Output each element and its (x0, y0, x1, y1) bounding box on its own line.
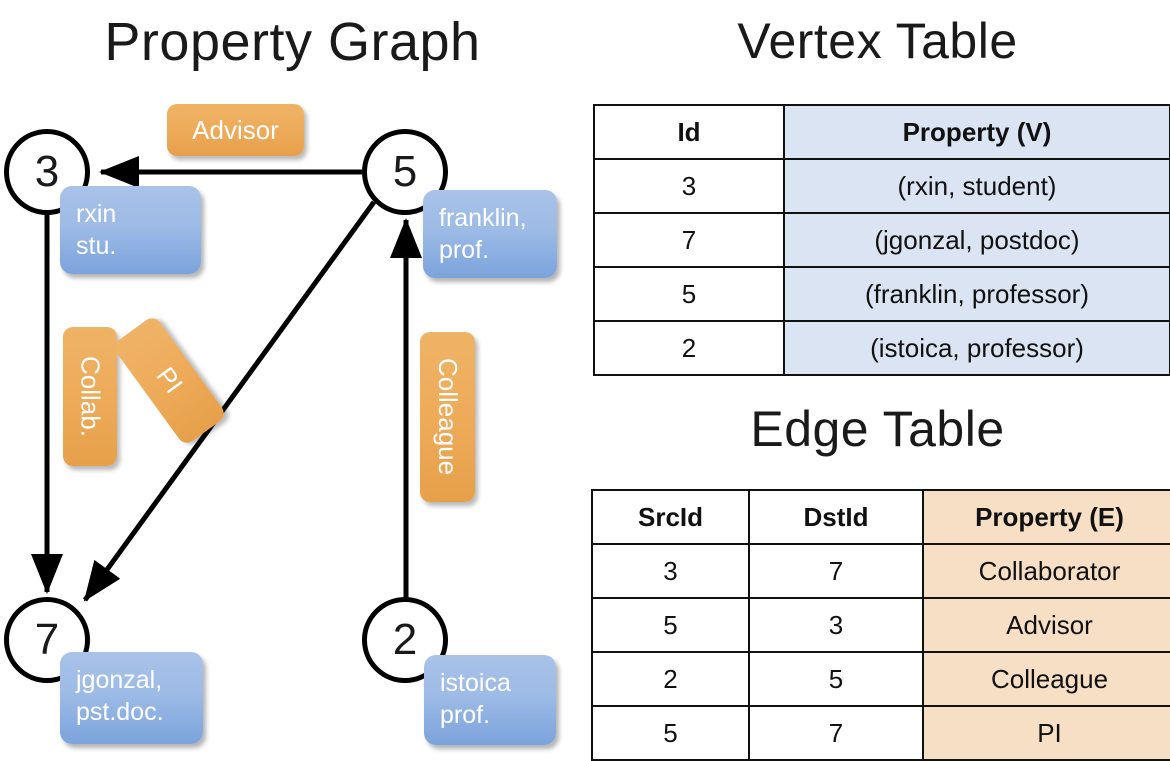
vertex-property-box-2-line2: prof. (440, 701, 491, 729)
edge-table-cell-dstid: 5 (748, 651, 924, 707)
page-title-property-graph: Property Graph (104, 12, 481, 72)
table-row: 2 5 Colleague (591, 651, 1170, 707)
vertex-table-cell-id: 2 (593, 320, 785, 376)
vertex-table-cell-property: (istoica, professor) (783, 320, 1170, 376)
edge-table-cell-property: Colleague (922, 651, 1170, 707)
edge-property-box-collab-label: Collab. (75, 356, 106, 437)
property-graph-diagram: 3 5 7 2 rxin stu. franklin, prof. jgonza… (0, 0, 585, 760)
graph-node-5[interactable]: 5 (362, 129, 448, 215)
edge-table-cell-srcid: 2 (591, 651, 750, 707)
edge-table-header-dstid: DstId (748, 489, 924, 545)
table-row: 2 (istoica, professor) (593, 320, 1170, 376)
graph-node-2[interactable]: 2 (362, 597, 448, 683)
vertex-table: Id Property (V) 3 (rxin, student) 7 (jgo… (593, 104, 1170, 376)
vertex-table-cell-id: 3 (593, 158, 785, 214)
edge-property-box-pi-label: PI (150, 361, 190, 399)
graph-node-3-label: 3 (34, 147, 60, 196)
edge-table: SrcId DstId Property (E) 3 7 Collaborato… (591, 489, 1170, 761)
graph-node-5-label: 5 (392, 147, 418, 196)
vertex-table-cell-property: (franklin, professor) (783, 266, 1170, 322)
vertex-property-box-5-line2: prof. (439, 236, 490, 264)
table-header-row: Id Property (V) (593, 104, 1170, 160)
edge-property-box-advisor: Advisor (167, 104, 304, 156)
edge-property-box-collab: Collab. (63, 327, 117, 466)
edge-table-cell-property: Collaborator (922, 543, 1170, 599)
edge-table-cell-srcid: 5 (591, 705, 750, 761)
graph-node-2-label: 2 (392, 615, 418, 664)
edge-table-cell-dstid: 7 (748, 543, 924, 599)
vertex-table-cell-id: 7 (593, 212, 785, 268)
edge-table-cell-srcid: 5 (591, 597, 750, 653)
edge-table-cell-property: Advisor (922, 597, 1170, 653)
table-row: 5 (franklin, professor) (593, 266, 1170, 322)
edge-property-box-advisor-label: Advisor (192, 114, 279, 145)
edge-table-cell-srcid: 3 (591, 543, 750, 599)
edge-property-box-colleague-label: Colleague (433, 358, 463, 476)
vertex-table-cell-property: (rxin, student) (783, 158, 1170, 214)
vertex-table-cell-id: 5 (593, 266, 785, 322)
table-row: 7 (jgonzal, postdoc) (593, 212, 1170, 268)
vertex-property-box-3-line2: stu. (76, 232, 117, 260)
vertex-property-box-7-line2: pst.doc. (76, 698, 164, 726)
graph-node-7-label: 7 (34, 615, 60, 664)
table-header-row: SrcId DstId Property (E) (591, 489, 1170, 545)
edge-table-cell-dstid: 7 (748, 705, 924, 761)
edge-5-to-7 (82, 200, 377, 602)
graph-edges-layer (31, 156, 422, 602)
edge-table-header-property: Property (E) (922, 489, 1170, 545)
page-title-vertex-table: Vertex Table (737, 13, 1018, 69)
vertex-property-box-5-line1: franklin, (439, 204, 527, 232)
table-row: 5 3 Advisor (591, 597, 1170, 653)
vertex-property-box-5: franklin, prof. (423, 190, 557, 278)
vertex-property-box-7: jgonzal, pst.doc. (60, 652, 203, 744)
table-row: 3 7 Collaborator (591, 543, 1170, 599)
table-row: 3 (rxin, student) (593, 158, 1170, 214)
vertex-table-cell-property: (jgonzal, postdoc) (783, 212, 1170, 268)
vertex-table-header-property: Property (V) (783, 104, 1170, 160)
edge-property-box-colleague: Colleague (420, 332, 475, 502)
vertex-property-box-3: rxin stu. (60, 186, 201, 274)
vertex-table-header-id: Id (593, 104, 785, 160)
edge-table-cell-property: PI (922, 705, 1170, 761)
edge-table-cell-dstid: 3 (748, 597, 924, 653)
edge-table-header-srcid: SrcId (591, 489, 750, 545)
vertex-property-box-3-line1: rxin (76, 200, 117, 228)
page-title-edge-table: Edge Table (750, 401, 1005, 457)
table-row: 5 7 PI (591, 705, 1170, 761)
vertex-property-box-7-line1: jgonzal, (76, 666, 163, 694)
vertex-property-box-2: istoica prof. (424, 655, 556, 745)
vertex-property-box-2-line1: istoica (440, 669, 511, 697)
